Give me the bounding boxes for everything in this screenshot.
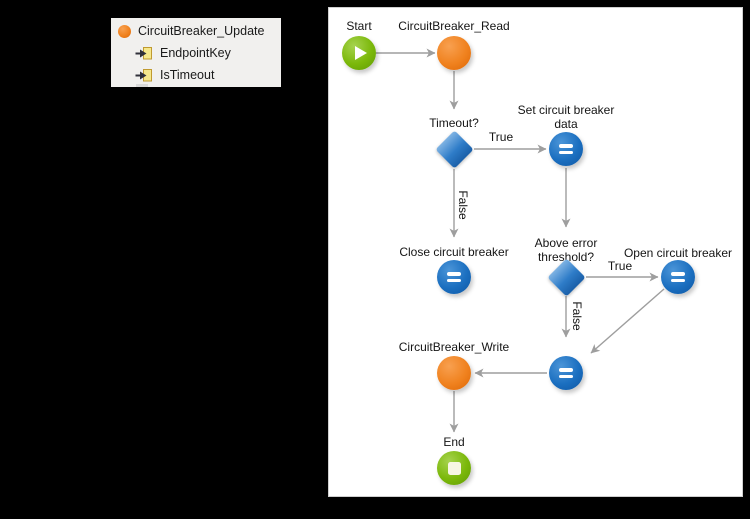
end-label: End: [443, 435, 465, 449]
set-circuit-breaker-data-node[interactable]: [549, 132, 583, 166]
orchestrator-icon: [118, 24, 131, 38]
parameter-label: EndpointKey: [160, 46, 231, 60]
end-node[interactable]: [437, 451, 471, 485]
edge-open-merge: [590, 288, 665, 354]
timeout-label: Timeout?: [429, 116, 479, 130]
equals-icon: [447, 272, 461, 282]
parameter-label: IsTimeout: [160, 68, 215, 82]
equals-icon: [559, 144, 573, 154]
threshold-false-label: False: [570, 301, 584, 331]
threshold-label: Above error threshold?: [534, 236, 598, 264]
workflow-canvas: Start CircuitBreaker_Read Timeout? Set c…: [328, 7, 743, 497]
circuitbreaker-read-node[interactable]: [437, 36, 471, 70]
start-node[interactable]: [342, 36, 376, 70]
orchestration-panel: CircuitBreaker_Update EndpointKey IsTime…: [111, 18, 281, 87]
close-circuit-breaker-node[interactable]: [437, 260, 471, 294]
threshold-true-label: True: [607, 259, 633, 273]
parameter-item[interactable]: EndpointKey: [135, 43, 231, 63]
merge-action-node[interactable]: [549, 356, 583, 390]
read-label: CircuitBreaker_Read: [398, 19, 510, 33]
start-label: Start: [346, 19, 372, 33]
close-label: Close circuit breaker: [399, 245, 509, 259]
orchestration-title: CircuitBreaker_Update: [138, 24, 265, 38]
circuitbreaker-write-node[interactable]: [437, 356, 471, 390]
timeout-false-label: False: [456, 190, 470, 220]
clipped-row-hint: [136, 84, 148, 87]
open-label: Open circuit breaker: [623, 246, 733, 260]
set-data-label: Set circuit breaker data: [517, 103, 615, 131]
orchestration-item[interactable]: CircuitBreaker_Update: [118, 21, 264, 41]
parameter-item[interactable]: IsTimeout: [135, 65, 214, 85]
write-label: CircuitBreaker_Write: [398, 340, 510, 354]
timeout-true-label: True: [488, 130, 514, 144]
equals-icon: [559, 368, 573, 378]
equals-icon: [671, 272, 685, 282]
play-icon: [355, 46, 367, 60]
input-parameter-icon: [135, 46, 152, 59]
open-circuit-breaker-node[interactable]: [661, 260, 695, 294]
stop-icon: [447, 461, 461, 475]
flow-edges: [376, 48, 665, 433]
input-parameter-icon: [135, 68, 152, 81]
